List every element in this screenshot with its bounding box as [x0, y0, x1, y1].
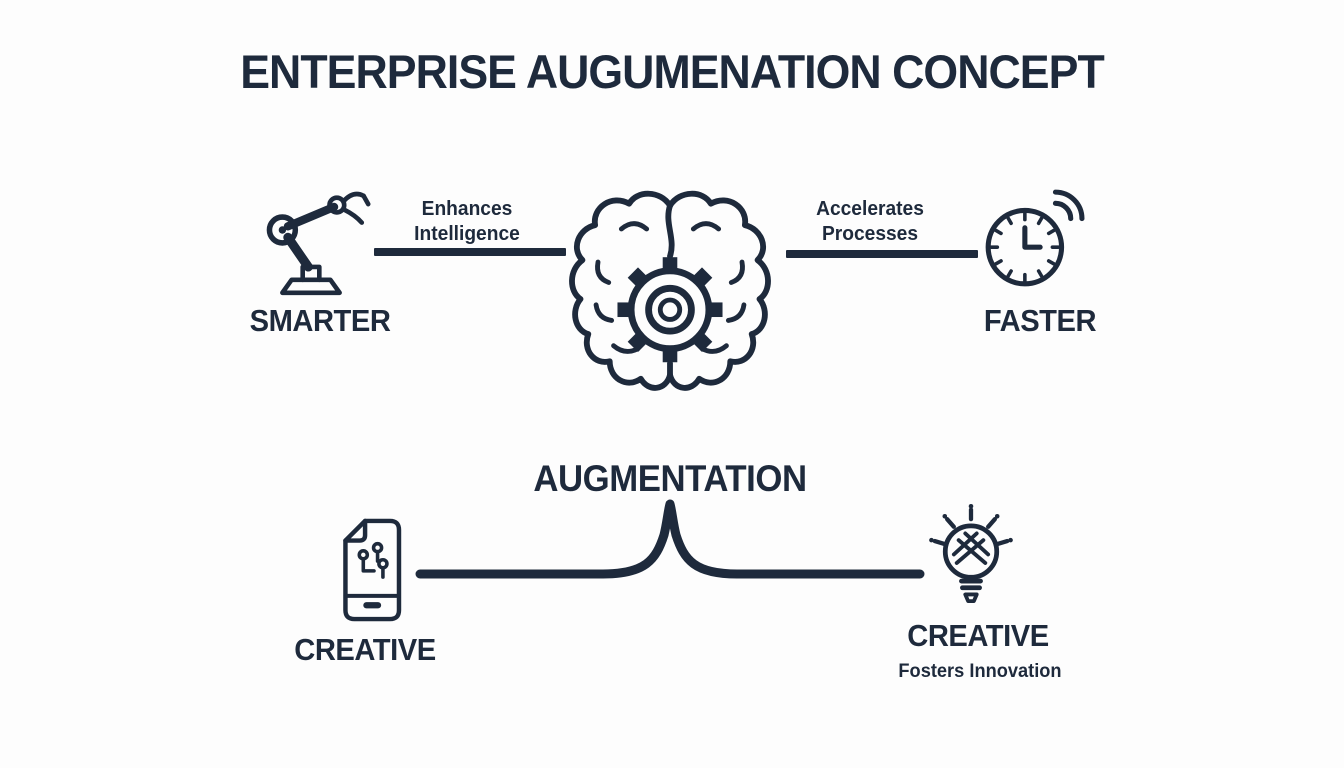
phone-circuit-icon — [343, 518, 402, 622]
node-sublabel-fosters-innovation: Fosters Innovation — [898, 661, 1062, 682]
connector-label-right: Accelerates Processes — [798, 197, 942, 247]
node-label-smarter: SMARTER — [249, 303, 391, 338]
connector-line-right — [786, 250, 978, 258]
center-label-augmentation: AUGMENTATION — [533, 458, 807, 499]
lightbulb-icon — [929, 504, 1013, 604]
robot-arm-icon — [266, 191, 371, 296]
brace-connector — [415, 499, 925, 579]
connector-label-left-line2: Intelligence — [414, 223, 520, 245]
clock-ticks — [989, 211, 1061, 283]
connector-line-left — [374, 248, 566, 256]
node-label-creative-right: CREATIVE — [907, 618, 1049, 653]
brain-gear-icon — [569, 190, 771, 391]
page-title: ENTERPRISE AUGUMENATION CONCEPT — [240, 45, 1105, 98]
connector-label-right-line1: Accelerates — [816, 198, 924, 220]
connector-label-left-line1: Enhances — [421, 198, 513, 220]
node-label-faster: FASTER — [983, 303, 1097, 338]
connector-label-right-line2: Processes — [821, 223, 919, 245]
node-label-creative-left: CREATIVE — [294, 632, 436, 667]
clock-signal-icon — [985, 189, 1085, 287]
connector-label-left: Enhances Intelligence — [395, 197, 539, 247]
